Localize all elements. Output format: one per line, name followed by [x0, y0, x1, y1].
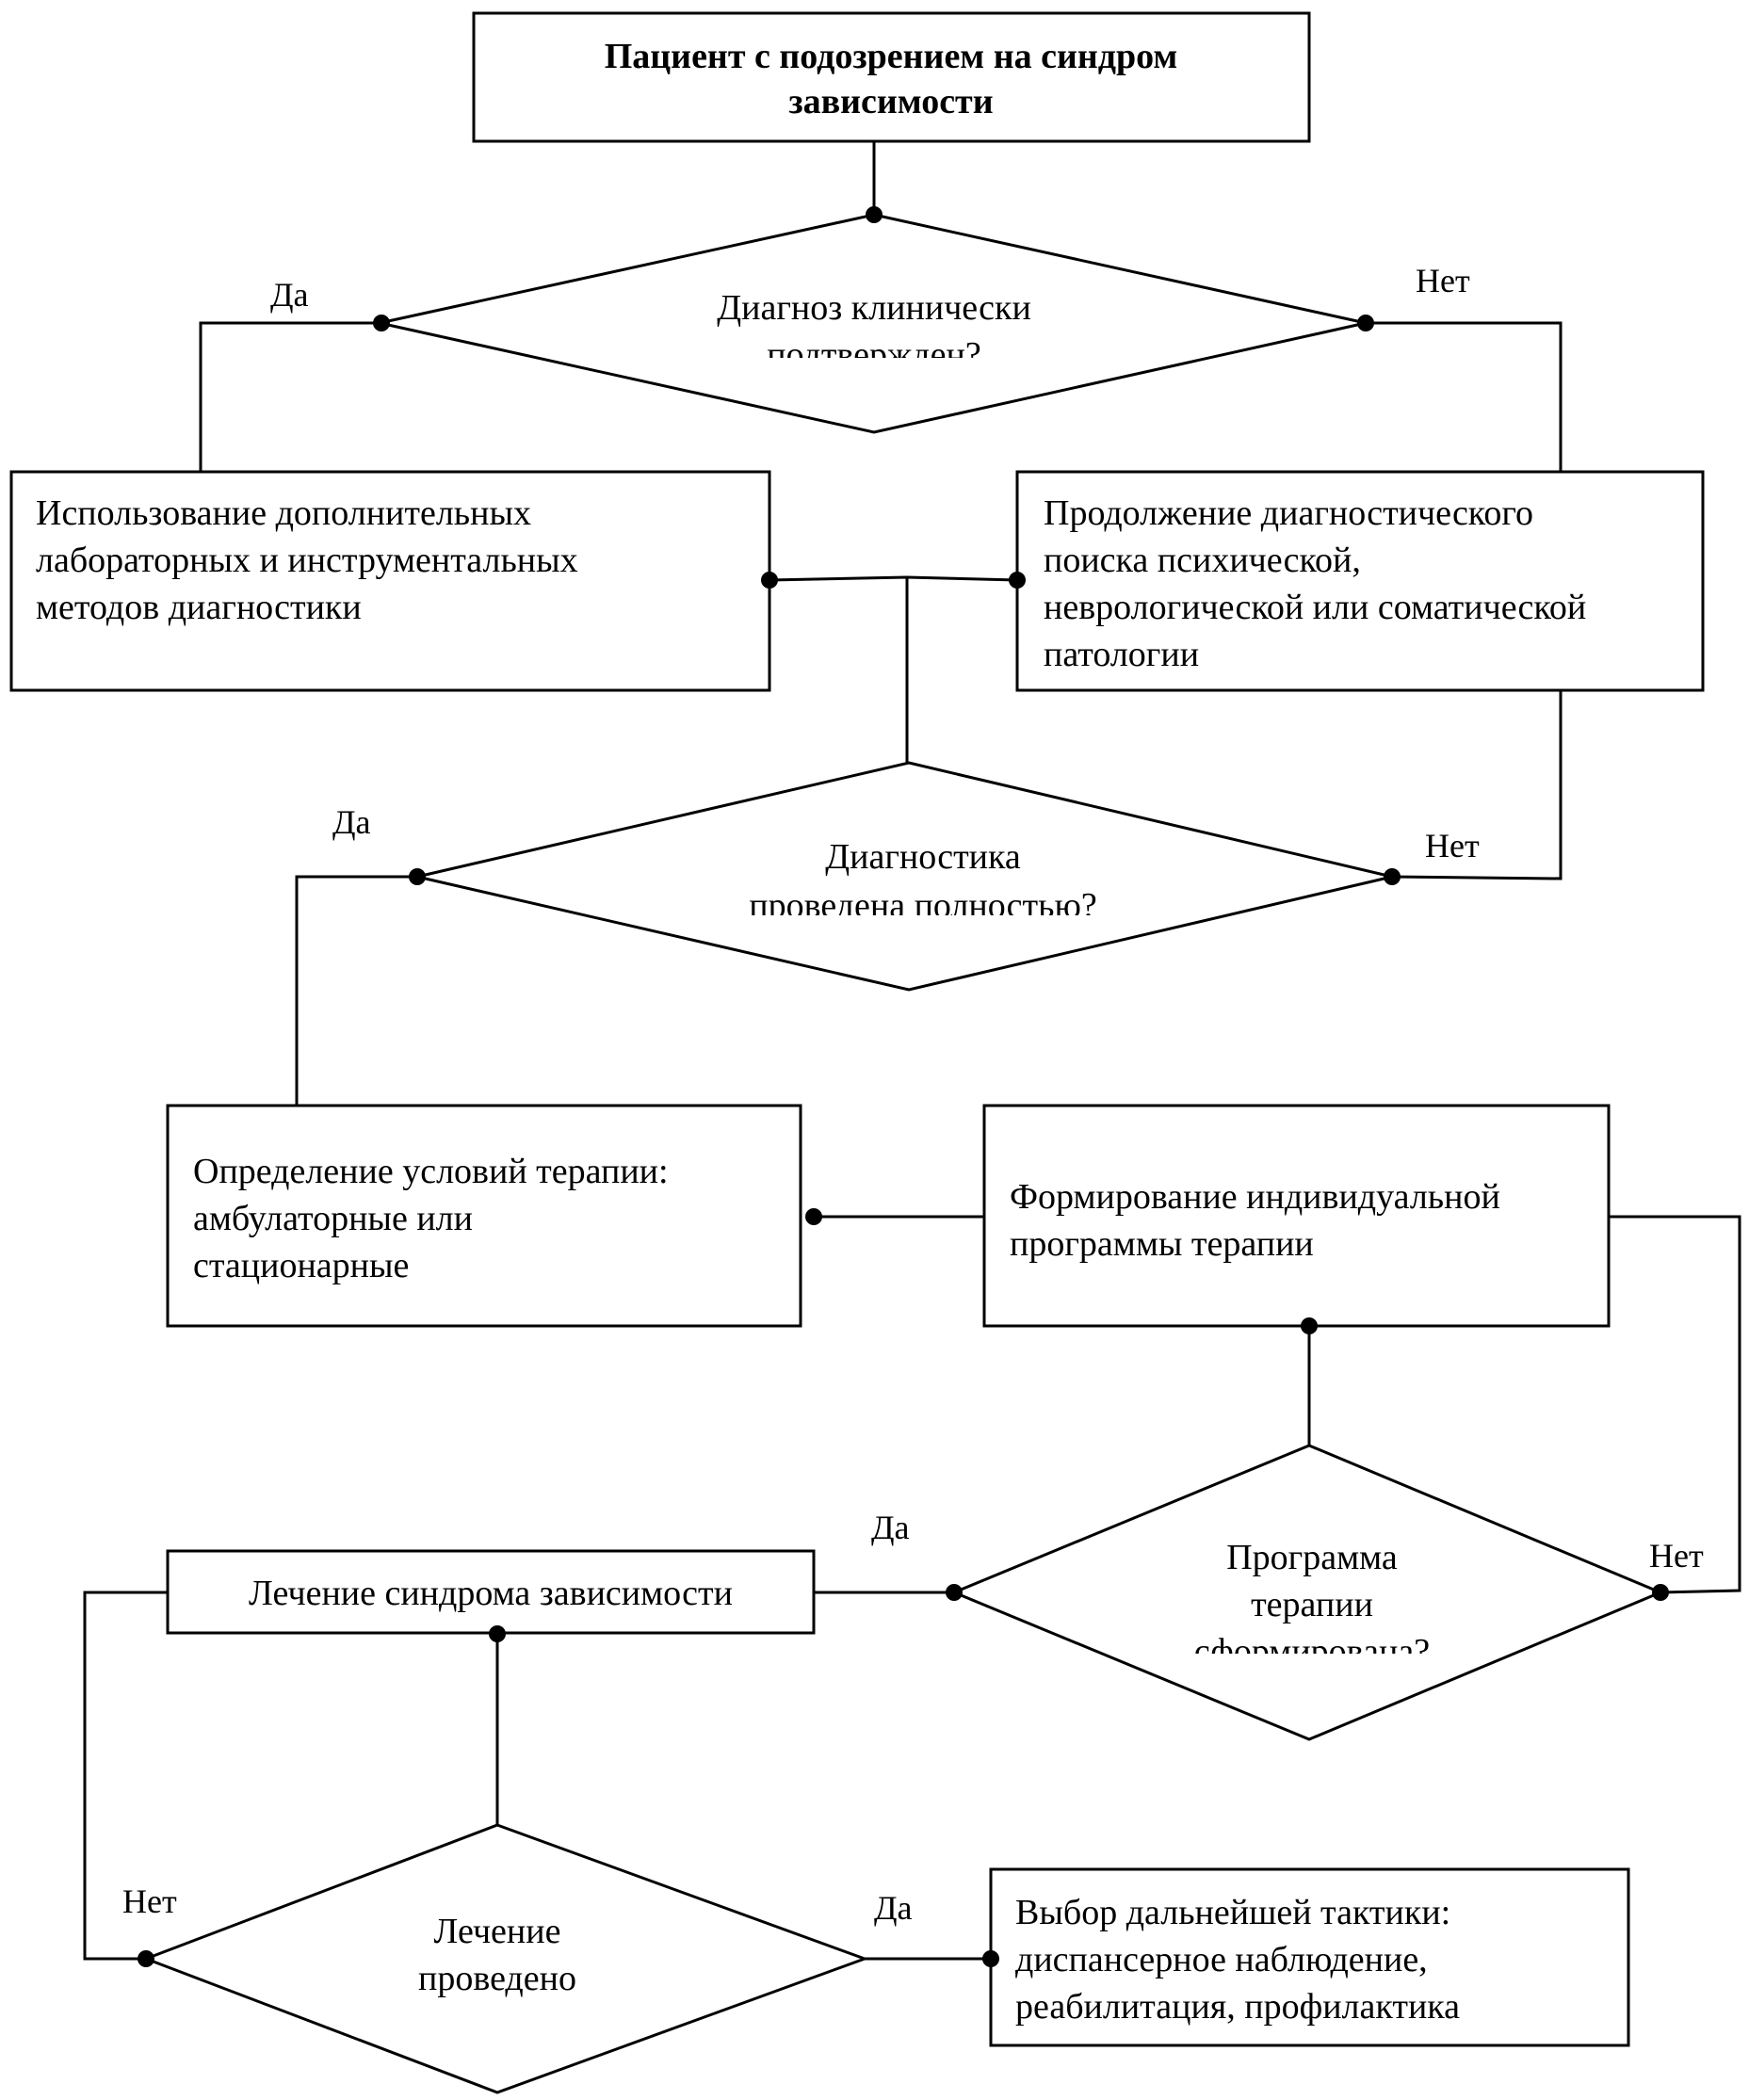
decision-program-line-3: сформирована?	[1194, 1632, 1430, 1672]
node-extra-methods-line-2: лабораторных и инструментальных	[36, 541, 578, 580]
label-treatment-no: Нет	[122, 1882, 177, 1920]
decision-program: Программа терапии сформирована?	[950, 1444, 1664, 1741]
dot-decision-program-right	[1652, 1584, 1669, 1601]
node-treatment: Лечение синдрома зависимости	[166, 1549, 816, 1635]
decision-treatment-line-2: проведено	[418, 1959, 576, 1998]
label-treatment-yes: Да	[874, 1889, 913, 1927]
label-program-yes: Да	[871, 1509, 910, 1546]
node-further-tactics-line-2: диспансерное наблюдение,	[1015, 1940, 1428, 1979]
node-therapy-conditions-line-1: Определение условий терапии:	[193, 1152, 669, 1191]
label-program-no: Нет	[1649, 1537, 1704, 1575]
node-therapy-conditions-line-2: амбулаторные или	[193, 1199, 473, 1238]
node-extra-methods-line-3: методов диагностики	[36, 588, 362, 627]
node-start: Пациент с подозрением на синдром зависим…	[472, 11, 1311, 143]
dot-decision-treatment-left	[138, 1950, 154, 1967]
dot-decision-complete-right	[1384, 868, 1401, 885]
dot-decision-clinical-left	[373, 315, 390, 331]
decision-complete: Диагностика проведена полностью?	[416, 761, 1393, 992]
connectors	[83, 141, 1741, 1961]
decision-complete-line-2: проведена полностью?	[749, 886, 1096, 926]
decision-clinical-line-2: подтвержден?	[767, 335, 980, 375]
node-therapy-conditions-line-3: стационарные	[193, 1246, 409, 1285]
decision-program-line-1: Программа	[1226, 1538, 1398, 1577]
node-extra-methods: Использование дополнительных лабораторны…	[9, 470, 771, 692]
label-complete-yes: Да	[332, 803, 371, 841]
node-further-tactics: Выбор дальнейшей тактики: диспансерное н…	[989, 1867, 1630, 2047]
node-continue-search-line-1: Продолжение диагностического	[1044, 493, 1533, 533]
branch-labels: Да Нет Да Нет Да Нет Нет Да	[122, 262, 1704, 1927]
decision-clinical: Диагноз клинически подтвержден?	[379, 213, 1367, 434]
node-start-line-2: зависимости	[788, 82, 993, 121]
decision-treatment-line-1: Лечение	[434, 1912, 561, 1951]
dot-decision-program-left	[946, 1584, 963, 1601]
node-start-line-1: Пациент с подозрением на синдром	[605, 37, 1178, 76]
node-individual-program-line-1: Формирование индивидуальной	[1010, 1177, 1500, 1217]
dot-decision-complete-left	[409, 868, 426, 885]
node-therapy-conditions: Определение условий терапии: амбулаторны…	[166, 1104, 802, 1328]
node-continue-search-line-3: неврологической или соматической	[1044, 588, 1586, 627]
label-clinical-no: Нет	[1416, 262, 1470, 299]
edge-decision-treatment-no	[83, 1591, 168, 1961]
label-complete-no: Нет	[1425, 827, 1480, 864]
edge-between-diagnostic-boxes	[769, 575, 1018, 582]
node-continue-search: Продолжение диагностического поиска псих…	[1015, 470, 1705, 692]
decision-program-line-2: терапии	[1251, 1585, 1373, 1624]
label-clinical-yes: Да	[270, 276, 309, 314]
dot-further-tactics-left	[982, 1950, 999, 1967]
dot-decision-clinical-right	[1357, 315, 1374, 331]
edge-continue-search-to-decision-complete	[1391, 691, 1563, 880]
node-further-tactics-line-3: реабилитация, профилактика	[1015, 1987, 1460, 2027]
node-continue-search-line-4: патологии	[1044, 635, 1199, 674]
node-treatment-line-1: Лечение синдрома зависимости	[249, 1574, 733, 1613]
edge-decision-program-no	[1609, 1215, 1741, 1594]
dot-treatment-bottom	[489, 1625, 506, 1642]
edge-decision-complete-yes	[295, 875, 417, 1106]
node-further-tactics-line-1: Выбор дальнейшей тактики:	[1015, 1893, 1450, 1932]
edge-decision-clinical-no	[1366, 321, 1563, 472]
node-individual-program-line-2: программы терапии	[1010, 1224, 1314, 1264]
dot-therapy-conditions-right	[805, 1208, 822, 1225]
dot-continue-search-left	[1009, 572, 1026, 589]
decision-complete-line-1: Диагностика	[825, 837, 1021, 877]
dot-individual-program-bottom	[1301, 1317, 1318, 1334]
edge-decision-clinical-yes	[199, 321, 380, 472]
decision-treatment: Лечение проведено	[141, 1823, 869, 2094]
node-individual-program: Формирование индивидуальной программы те…	[982, 1104, 1611, 1328]
junction-dots	[138, 206, 1669, 1967]
dot-decision-clinical-top	[866, 206, 883, 223]
dot-extra-methods-right	[761, 572, 778, 589]
node-extra-methods-line-1: Использование дополнительных	[36, 493, 531, 533]
node-continue-search-line-2: поиска психической,	[1044, 541, 1361, 580]
decision-clinical-line-1: Диагноз клинически	[717, 288, 1031, 328]
